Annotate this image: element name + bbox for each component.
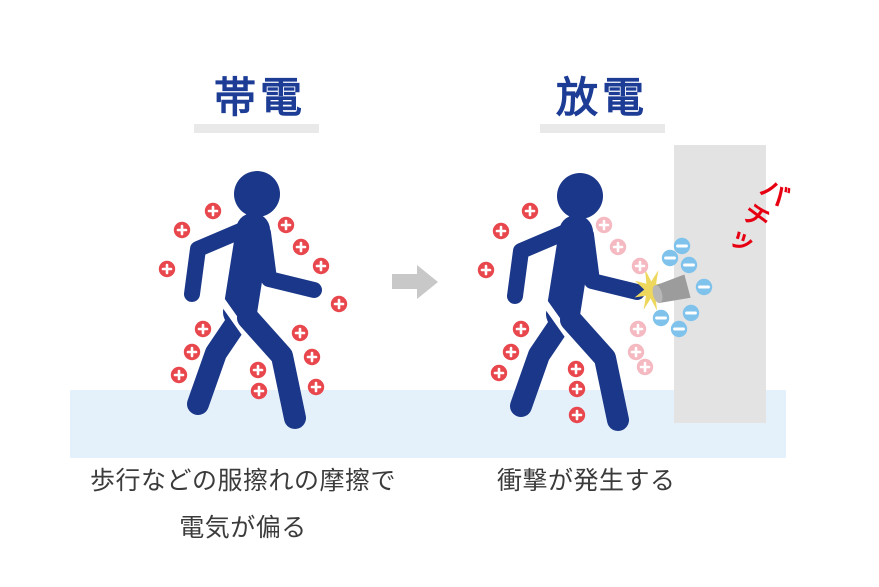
plus-charge-icon xyxy=(303,348,321,366)
plus-charge-icon xyxy=(330,295,348,313)
plus-charge-icon xyxy=(183,343,201,361)
plus-charge-icon xyxy=(492,222,510,240)
plus-charge-icon xyxy=(173,221,191,239)
minus-charge-icon xyxy=(673,237,691,255)
title-charging: 帯電 xyxy=(213,74,306,121)
arrow-right-icon xyxy=(392,265,438,299)
plus-charge-icon xyxy=(291,324,309,342)
plus-charge-icon xyxy=(312,257,330,275)
minus-charge-icon xyxy=(680,256,698,274)
plus-charge-icon xyxy=(502,343,520,361)
plus-charge-icon xyxy=(250,382,268,400)
caption-left: 歩行などの服擦れの摩擦で 電気が偏る xyxy=(62,458,424,552)
plus-charge-icon xyxy=(521,202,539,220)
title-underline-right xyxy=(540,124,665,133)
caption-right: 衝撃が発生する xyxy=(497,467,676,495)
caption-left-line2: 電気が偏る xyxy=(179,514,307,542)
plus-charge-icon xyxy=(627,343,645,361)
plus-charge-icon xyxy=(204,202,222,220)
plus-charge-icon xyxy=(170,366,188,384)
plus-charge-icon xyxy=(277,216,295,234)
spark-icon xyxy=(634,269,668,311)
doorknob-icon xyxy=(652,274,691,304)
plus-charge-icon xyxy=(609,238,627,256)
plus-charge-icon xyxy=(477,261,495,279)
minus-charge-icon xyxy=(652,309,670,327)
plus-charge-icon xyxy=(292,238,310,256)
minus-charge-icon xyxy=(682,304,700,322)
plus-charge-icon xyxy=(490,364,508,382)
plus-charge-icon xyxy=(636,358,654,376)
plus-charge-icon xyxy=(631,257,649,275)
plus-charge-icon xyxy=(249,361,267,379)
plus-charge-icon xyxy=(512,320,530,338)
title-underline-left xyxy=(194,124,319,133)
plus-charge-icon xyxy=(629,320,647,338)
plus-charge-icon xyxy=(307,378,325,396)
wall xyxy=(674,145,766,423)
plus-charge-icon xyxy=(158,260,176,278)
title-discharge: 放電 xyxy=(555,74,648,121)
plus-charge-icon xyxy=(568,380,586,398)
minus-charge-icon xyxy=(661,249,679,267)
plus-charge-icon xyxy=(595,216,613,234)
minus-charge-icon xyxy=(695,278,713,296)
plus-charge-icon xyxy=(194,320,212,338)
minus-charge-icon xyxy=(670,320,688,338)
plus-charge-icon xyxy=(567,360,585,378)
charge-icons-layer xyxy=(158,202,713,424)
caption-left-line1: 歩行などの服擦れの摩擦で xyxy=(89,467,396,495)
plus-charge-icon xyxy=(568,406,586,424)
